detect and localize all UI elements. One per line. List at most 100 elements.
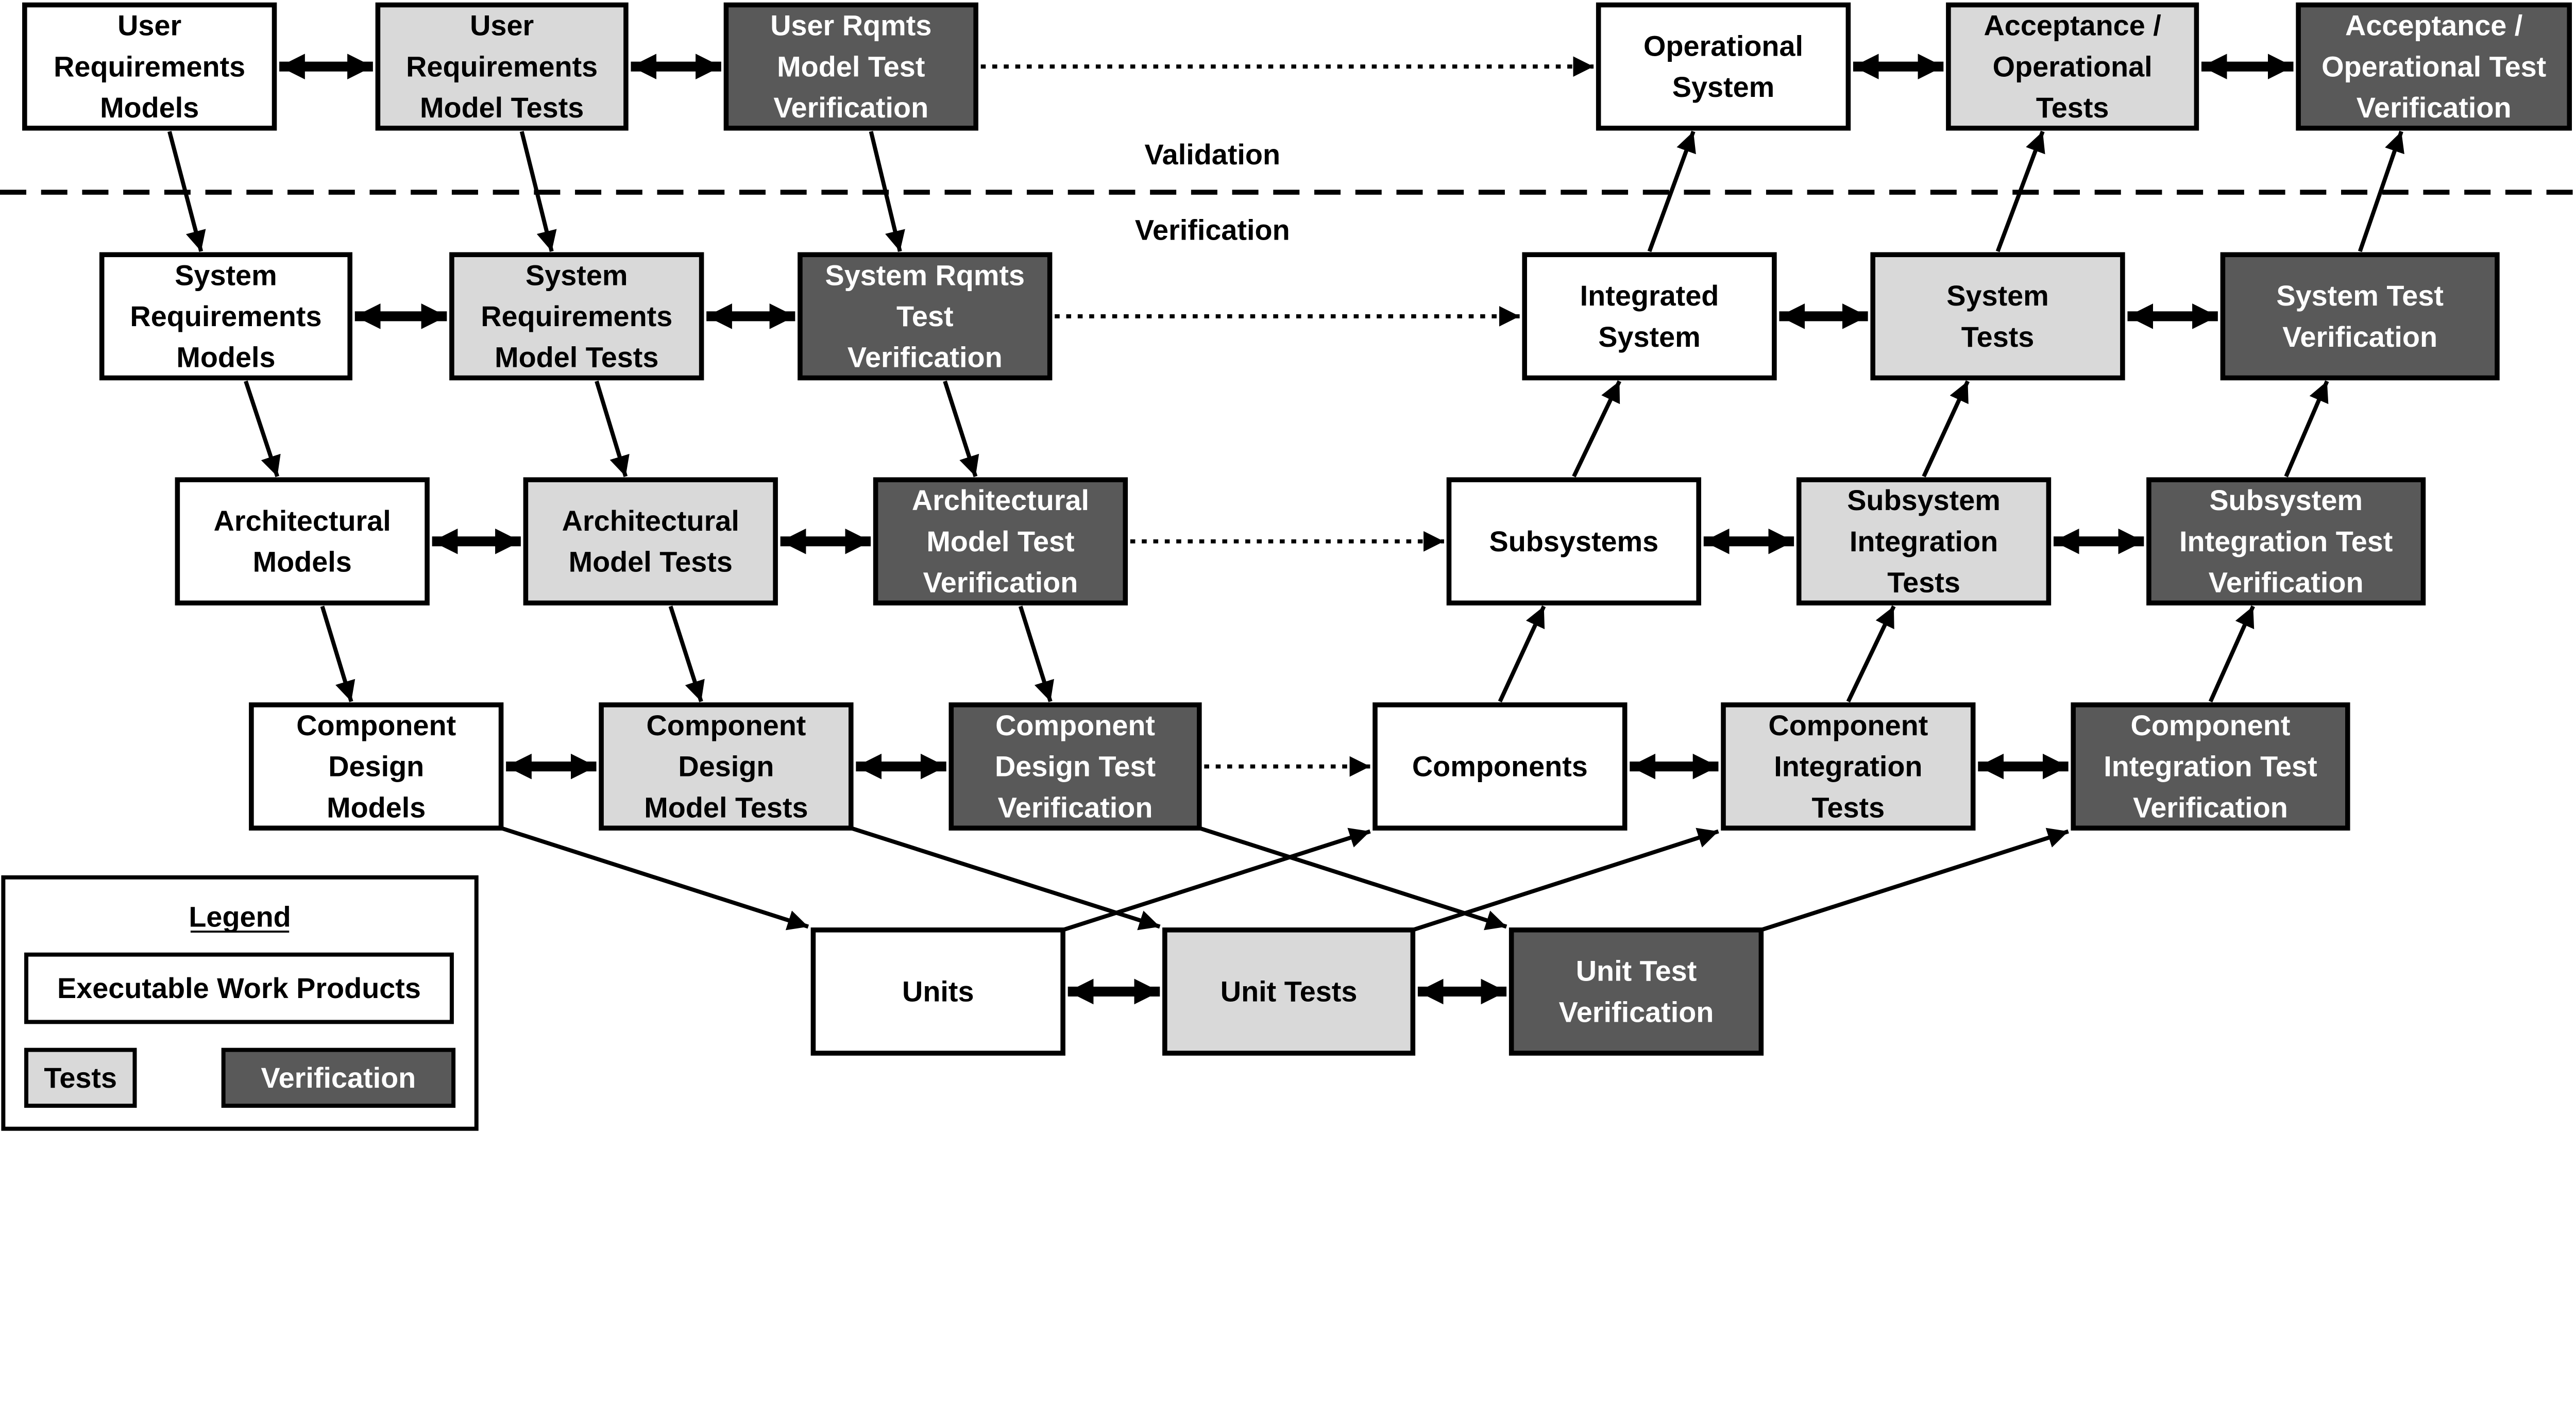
box-label-line: Design Test [995,750,1156,783]
box-label-line: User [470,9,534,42]
box-label-line: Tests [1961,320,2035,353]
box-label-line: System Test [2276,279,2444,312]
box-frame [1721,702,1976,831]
box-label-line: Requirements [481,300,672,332]
box-label-line: Verification [923,566,1078,599]
up-arrow [2284,380,2329,478]
box-frame [1796,477,2052,606]
box-label-line: Operational Test [2321,50,2546,82]
box-label-line: Verification [2357,91,2512,124]
box-label-line: Verification [1559,995,1714,1028]
box-label-line: Verification [998,791,1153,823]
box-label-line: Model Tests [644,791,808,823]
box-label-line: Requirements [54,50,245,82]
box-label-line: Models [253,546,352,578]
box-label-line: Verification [773,91,928,124]
box-label-line: Tests [1887,566,1960,599]
legend-swatch-tests [24,1048,137,1108]
box-comps: Components [1372,702,1628,831]
box-label-line: System [175,259,277,291]
box-frame [798,252,1053,381]
box-label-line: Component [646,709,806,741]
box-label-line: Requirements [130,300,321,332]
box-label-line: Unit Test [1576,955,1697,987]
diagonal-down-arrow [1198,826,1507,931]
box-label-line: Unit Tests [1221,975,1358,1008]
box-frame [249,702,504,831]
box-ut: Unit Tests [1162,927,1416,1056]
down-arrow [943,380,979,477]
box-frame [2146,477,2426,606]
diagonal-down-arrow [850,826,1161,931]
box-label-line: Design [328,750,424,783]
box-label-line: Models [176,341,275,374]
legend: Legend Executable Work Products Tests Ve… [1,875,479,1131]
boxes-layer: UserRequirementsModelsUserRequirementsMo… [22,2,2572,1056]
v-model-diagram: Validation Verification UserRequirements… [0,2,2576,1131]
box-label-line: Units [902,975,974,1008]
box-label-line: Integration Test [2104,750,2317,783]
box-label-line: Model Tests [420,91,584,124]
box-label-line: Models [327,791,426,823]
box-label-line: Operational [1993,50,2153,82]
up-arrow [1846,605,1896,703]
box-label-line: Tests [2036,91,2109,124]
box-label-line: Acceptance / [1984,9,2161,42]
box-label-line: Model Test [777,50,925,82]
down-arrow [668,605,705,702]
legend-label-tests: Tests [44,1061,117,1094]
box-frame [1162,927,1416,1056]
box-frame [599,702,854,831]
box-frame [810,927,1065,1056]
box-label-line: Model Tests [569,546,733,578]
box-label-line: Architectural [912,484,1089,516]
validation-label: Validation [1145,138,1281,171]
box-label-line: Integrated [1580,279,1719,312]
box-label-line: System [526,259,628,291]
box-frame [1870,252,2125,381]
box-frame [1446,477,1701,606]
down-arrow [595,380,630,477]
box-label-line: Design [678,750,774,783]
box-units: Units [810,927,1065,1056]
box-label-line: Subsystem [1847,484,2001,516]
box-label-line: Subsystems [1489,525,1658,558]
up-arrow [1572,380,1621,478]
box-label-line: System Rqmts [825,259,1025,291]
legend-swatch-executable [24,952,454,1024]
verification-label: Verification [1135,214,1290,246]
box-frame [2296,2,2572,131]
box-frame [948,702,1202,831]
box-frame [1522,252,1777,381]
down-arrow [1018,605,1054,702]
up-arrow [1922,380,1970,478]
legend-label-executable: Executable Work Products [57,972,421,1004]
up-arrow [1498,605,1546,703]
box-label-line: Components [1412,750,1588,783]
box-label-line: Architectural [214,504,391,537]
down-arrow [244,380,281,477]
box-label-line: Integration [1774,750,1922,783]
box-label-line: Model Tests [495,341,658,374]
box-frame [175,477,430,606]
box-label-line: Requirements [406,50,598,82]
box-label-line: Tests [1812,791,1885,823]
box-label-line: User [117,9,181,42]
box-label-line: System [1598,320,1701,353]
diagonal-up-arrow [1412,827,1719,932]
box-label-line: Component [296,709,456,741]
